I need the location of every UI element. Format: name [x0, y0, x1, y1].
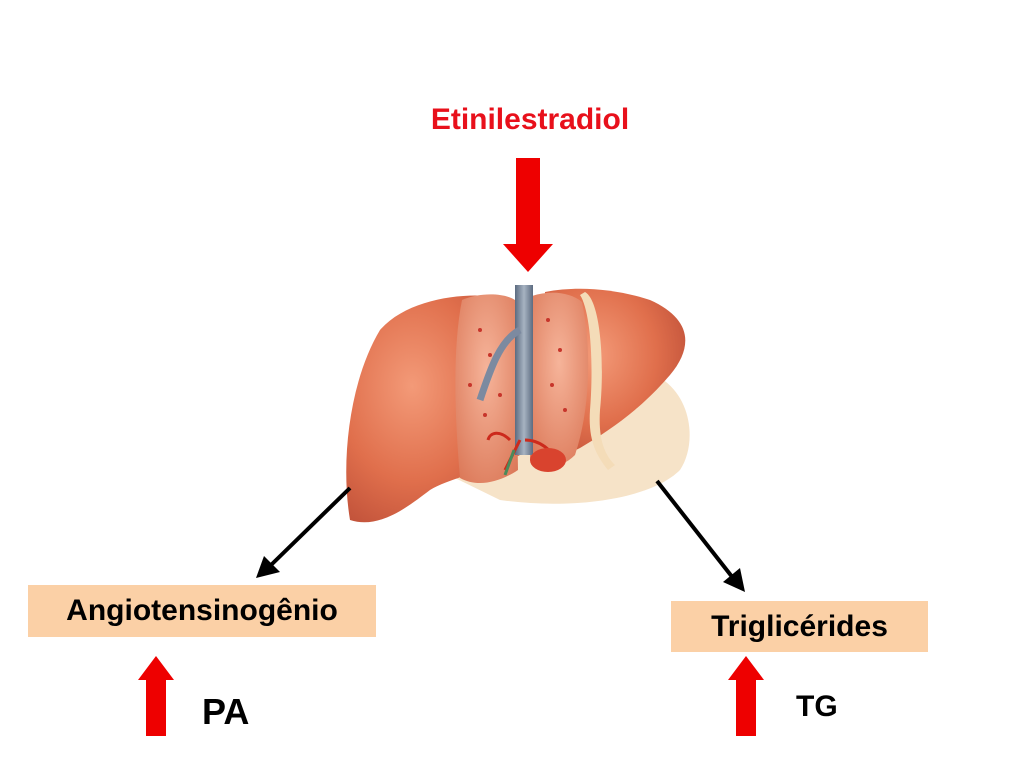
angiotensinogenio-box: Angiotensinogênio [28, 585, 376, 637]
gallbladder-region [530, 448, 566, 472]
left-pointer-arrow-icon [256, 486, 352, 578]
vena-cava [515, 285, 533, 455]
bile-duct [503, 449, 516, 476]
liver-caudate-lobe [530, 292, 589, 467]
portal-vein-branch [476, 326, 522, 402]
tg-label: TG [796, 690, 838, 723]
liver-illustration [346, 285, 690, 523]
right-pointer-arrow-icon [655, 479, 745, 592]
title-etinilestradiol: Etinilestradiol [430, 103, 630, 136]
liver-ligament [580, 292, 615, 470]
left-up-arrow-icon [138, 656, 174, 736]
triglicerides-box: Triglicérides [671, 601, 928, 652]
right-up-arrow-icon [728, 656, 764, 736]
down-arrow-icon [503, 158, 553, 272]
pa-label: PA [202, 691, 250, 732]
